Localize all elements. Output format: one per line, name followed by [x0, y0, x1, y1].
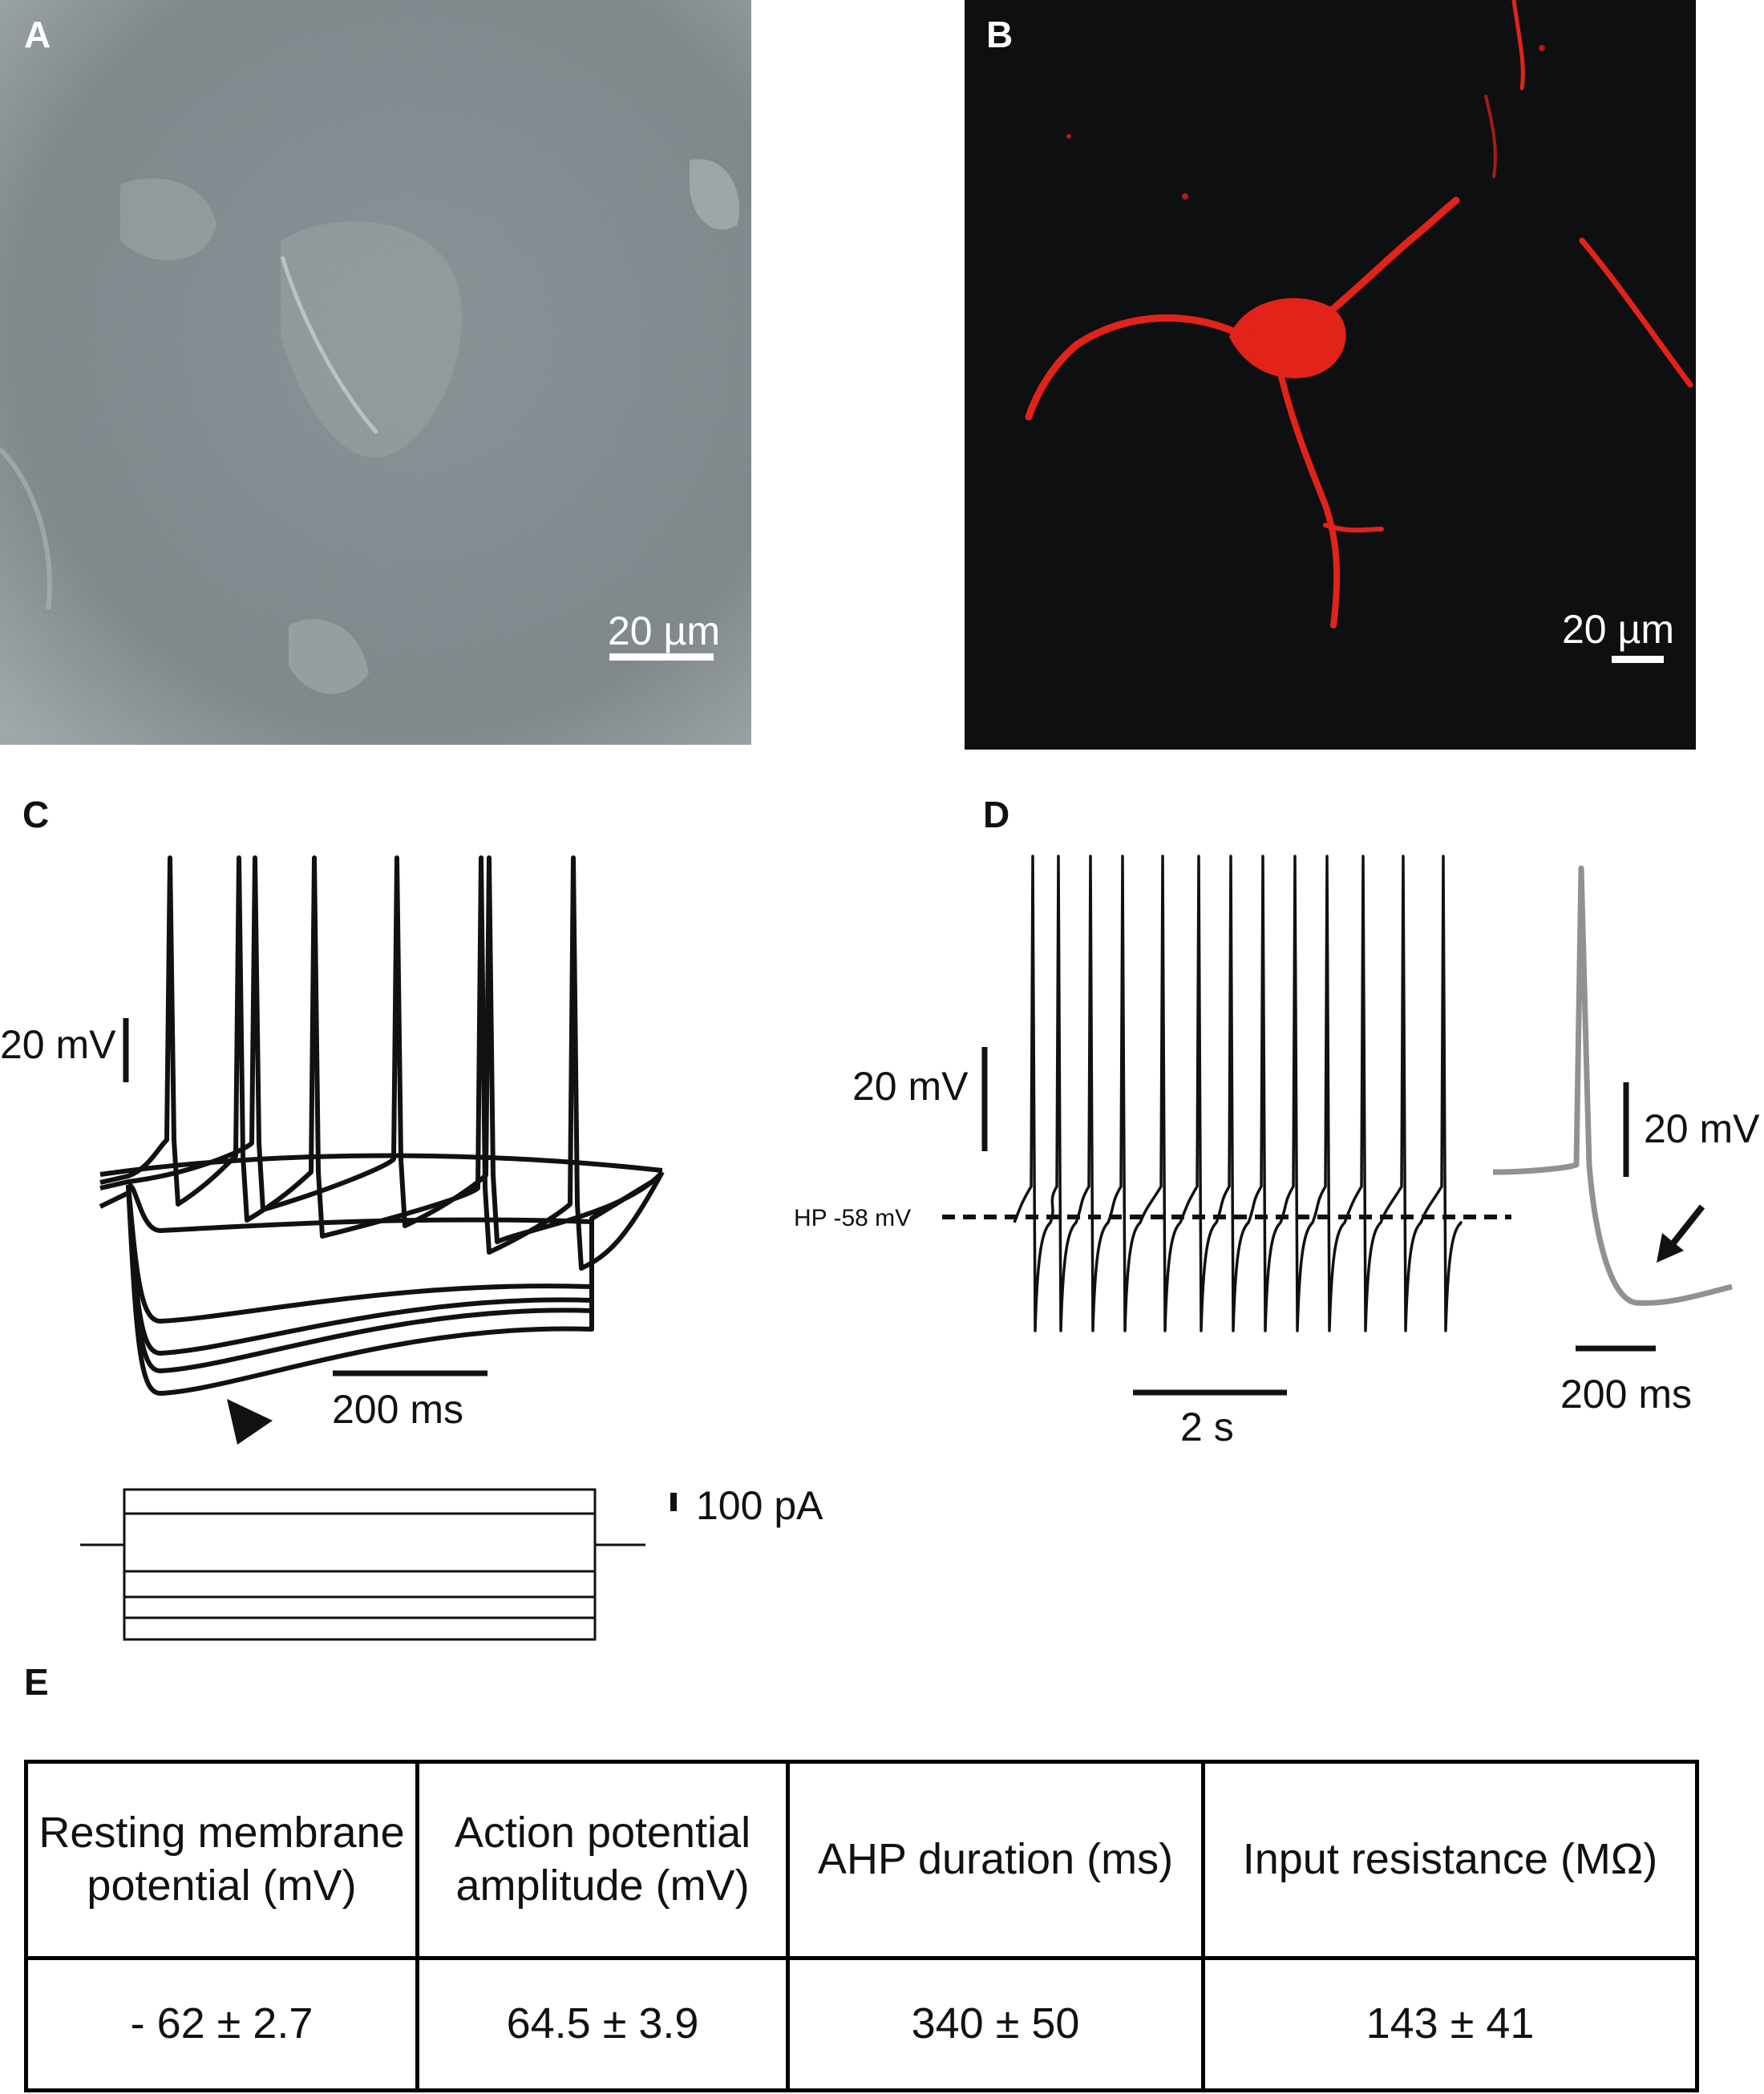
- spike-train-trace: [1013, 855, 1463, 1332]
- electrophysiology-traces: [80, 855, 1733, 1641]
- panel-c-current-steps: [80, 1488, 645, 1641]
- panel-b-letter: B: [986, 14, 1013, 55]
- baseline-trace: [99, 1191, 130, 1209]
- inset-spike-trace: [1492, 865, 1733, 1306]
- table-cell: - 62 ± 2.7: [24, 1956, 419, 2092]
- table-header-row: Resting membrane potential (mV) Action p…: [24, 1760, 1699, 1960]
- table-header-cell: AHP duration (ms): [786, 1760, 1205, 1960]
- panel-c-depolarizing-traces: [99, 855, 665, 1271]
- panel-b-scale-bar: [1612, 656, 1664, 663]
- panel-b-scale-label: 20 µm: [1562, 607, 1674, 652]
- panel-e-letter: E: [24, 1661, 49, 1703]
- panel-d-spike-train: [1013, 855, 1463, 1332]
- arrow-icon: [1657, 1204, 1705, 1263]
- table-header-cell: Action potential amplitude (mV): [415, 1760, 790, 1960]
- panel-c-current-scale-label: 100 pA: [696, 1483, 823, 1528]
- table-header-cell: Resting membrane potential (mV): [24, 1760, 419, 1960]
- table-header-cell: Input resistance (MΩ): [1201, 1760, 1699, 1960]
- spiking-trace: [99, 855, 665, 1271]
- table-row: - 62 ± 2.7 64.5 ± 3.9 340 ± 50 143 ± 41: [24, 1956, 1699, 2092]
- hyperpolarizing-trace: [126, 1176, 659, 1324]
- dic-micrograph: [0, 0, 751, 745]
- panel-d-voltage-scale-label: 20 mV: [852, 1064, 969, 1109]
- panel-c-letter: C: [22, 794, 50, 835]
- table-cell: 143 ± 41: [1201, 1956, 1699, 2092]
- table-cell: 64.5 ± 3.9: [415, 1956, 790, 2092]
- panel-a-scale-label: 20 µm: [608, 608, 720, 653]
- panel-c-hyperpolarizing-traces: [99, 1176, 659, 1396]
- hyperpolarizing-trace: [126, 1176, 659, 1396]
- panel-d-inset-spike: [1492, 865, 1733, 1306]
- hyperpolarizing-trace: [127, 1176, 659, 1233]
- table-cell: 340 ± 50: [786, 1956, 1205, 2092]
- panel-a-letter: A: [24, 14, 51, 55]
- panel-c-voltage-scale-label: 20 mV: [0, 1022, 116, 1067]
- panel-d-letter: D: [983, 794, 1010, 835]
- cell-body: [281, 221, 463, 458]
- panel-d-inset-voltage-scale-label: 20 mV: [1644, 1106, 1760, 1151]
- spiking-trace: [99, 855, 665, 1244]
- electrophysiology-parameters-table: Resting membrane potential (mV) Action p…: [24, 1760, 1699, 2092]
- panel-d-holding-potential-label: HP -58 mV: [794, 1205, 912, 1231]
- fluorescence-micrograph: [965, 0, 1696, 750]
- panel-d-inset-time-scale-label: 200 ms: [1560, 1372, 1692, 1417]
- panel-a-scale-bar: [609, 653, 714, 661]
- panel-d-time-scale-label: 2 s: [1180, 1405, 1234, 1449]
- neuron-soma: [1229, 297, 1346, 378]
- arrowhead-icon: [227, 1399, 273, 1445]
- subthreshold-trace: [99, 1153, 663, 1177]
- current-step-outline: [123, 1488, 597, 1641]
- panel-c-time-scale-label: 200 ms: [332, 1387, 463, 1432]
